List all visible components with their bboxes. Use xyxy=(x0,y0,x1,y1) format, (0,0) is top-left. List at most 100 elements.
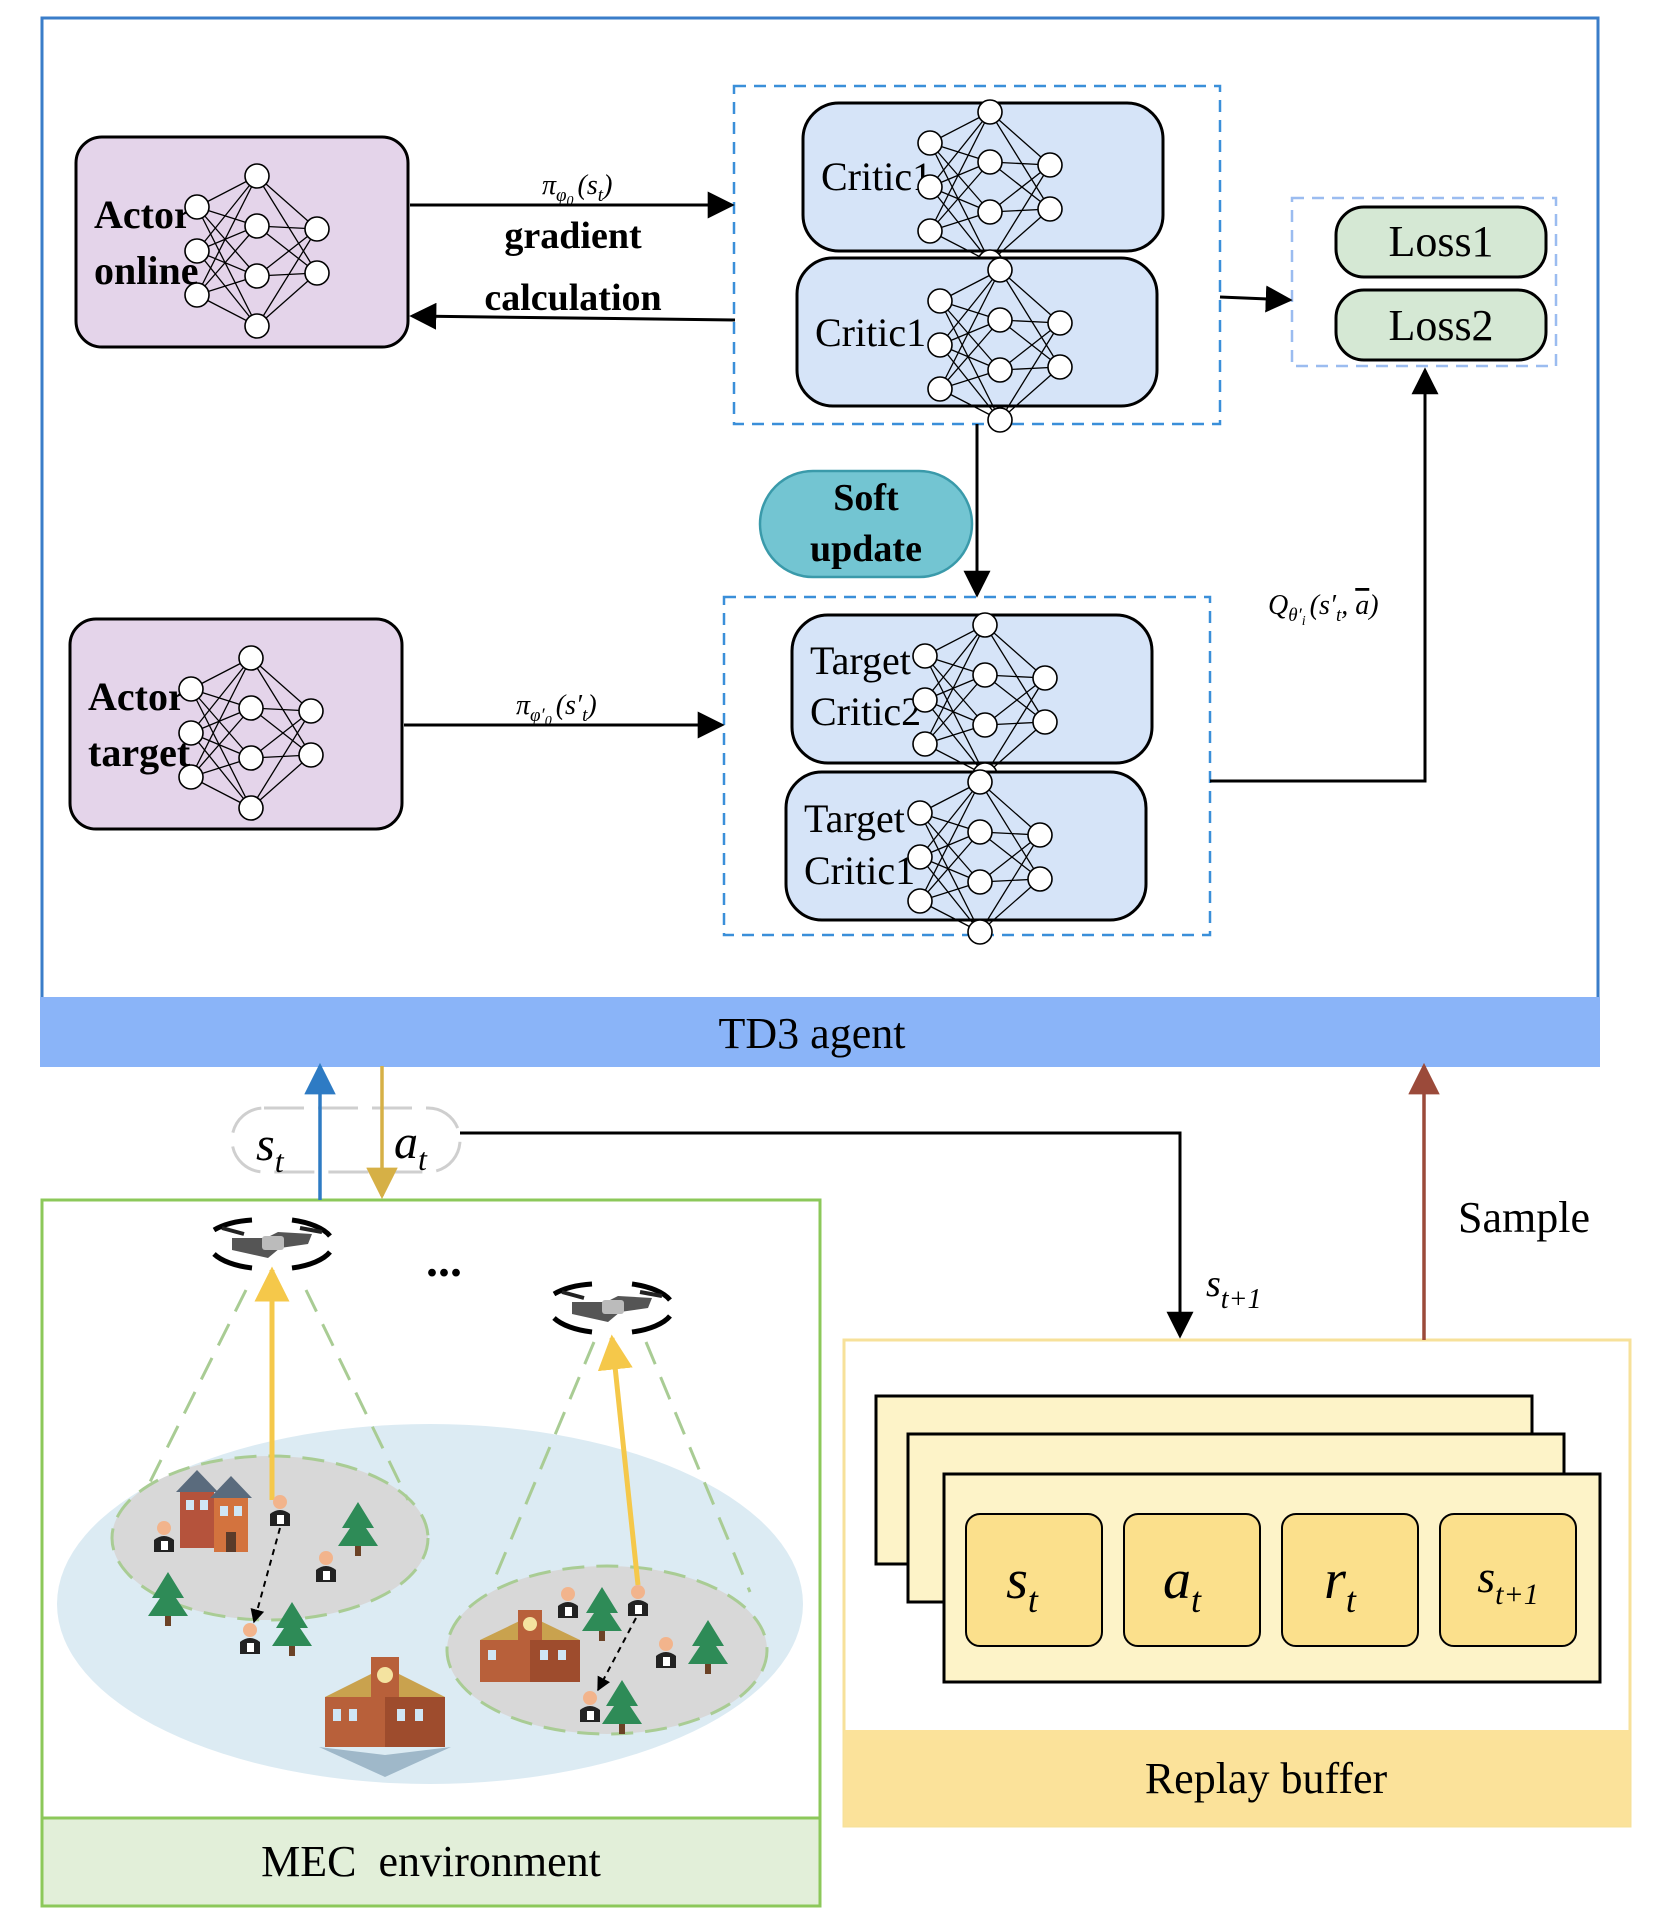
nn-edge xyxy=(924,624,986,745)
user-icon xyxy=(628,1585,648,1616)
nn-node xyxy=(977,99,1003,125)
nn-edge xyxy=(250,710,312,809)
arrow-critic-to-actor xyxy=(409,302,736,330)
tree-icon xyxy=(688,1620,728,1674)
target-critic1-label-1: Target xyxy=(804,796,905,841)
pi-online-label: πφ0(st) xyxy=(542,170,612,209)
nn-node xyxy=(917,130,943,156)
nn-edge xyxy=(999,322,1061,421)
actor-online-label-2: online xyxy=(94,248,198,293)
nn-edge xyxy=(989,164,1051,263)
nn-node xyxy=(967,919,993,945)
nn-node xyxy=(972,612,998,638)
tree-icon xyxy=(272,1602,312,1656)
target-critic2-label-2: Critic2 xyxy=(810,689,921,734)
nn-edge xyxy=(196,250,258,327)
nn-node xyxy=(184,194,210,220)
nn-node xyxy=(238,645,264,671)
critic-bottom-nn-icon xyxy=(927,257,1073,433)
nn-edge xyxy=(196,206,258,277)
nn-edge xyxy=(256,175,318,274)
nn-edge xyxy=(924,624,986,701)
nn-edge xyxy=(919,812,981,883)
nn-node xyxy=(1047,310,1073,336)
nn-edge xyxy=(979,878,1041,933)
nn-node xyxy=(972,662,998,688)
nn-node xyxy=(184,282,210,308)
nn-edge xyxy=(256,175,318,230)
actor-target-box xyxy=(68,617,404,831)
user-icon xyxy=(316,1551,336,1582)
tree-icon xyxy=(338,1502,378,1556)
nn-edge xyxy=(190,657,252,778)
nn-node xyxy=(1027,866,1053,892)
actor-target-nn-icon xyxy=(178,645,324,821)
actor-online-label-1: Actor xyxy=(94,192,192,237)
nn-edge xyxy=(939,269,1001,390)
tree-icon xyxy=(602,1680,642,1734)
uav1-beam-right xyxy=(304,1289,410,1501)
nn-edge xyxy=(984,677,1046,776)
nn-node xyxy=(244,313,270,339)
nn-node xyxy=(1032,709,1058,735)
user-icon xyxy=(270,1495,290,1526)
buffer-cell: st xyxy=(965,1513,1103,1647)
nn-edge xyxy=(999,269,1061,368)
nn-edge xyxy=(924,655,986,726)
nn-node xyxy=(907,844,933,870)
nn-node xyxy=(244,163,270,189)
nn-edge xyxy=(190,707,252,778)
nn-edge xyxy=(939,269,1001,346)
nn-node xyxy=(912,731,938,757)
nn-node xyxy=(967,869,993,895)
school-building-icon xyxy=(480,1610,580,1682)
nn-edge xyxy=(929,142,991,213)
school-building-icon xyxy=(319,1657,451,1777)
nn-node xyxy=(238,795,264,821)
nn-node xyxy=(967,769,993,795)
tree-icon xyxy=(148,1572,188,1626)
nn-edge xyxy=(929,161,991,232)
nn-node xyxy=(1032,665,1058,691)
nn-node xyxy=(907,888,933,914)
action-label: at xyxy=(394,1116,428,1177)
nn-edge xyxy=(196,206,258,327)
loss2-label: Loss2 xyxy=(1388,301,1493,350)
drone-icon xyxy=(212,1217,332,1271)
user-icon xyxy=(154,1521,174,1552)
nn-edge xyxy=(250,657,312,756)
nn-edge xyxy=(196,175,258,252)
nn-edge xyxy=(190,657,252,734)
nn-node xyxy=(927,288,953,314)
nn-node xyxy=(1037,152,1063,178)
nn-edge xyxy=(984,624,1046,723)
nn-edge xyxy=(939,300,1001,371)
nn-edge xyxy=(924,699,986,776)
nn-node xyxy=(927,332,953,358)
nn-edge xyxy=(919,856,981,933)
critic-bottom-label: Critic1 xyxy=(815,310,926,355)
nn-edge xyxy=(256,228,318,327)
nn-node xyxy=(238,745,264,771)
nn-node xyxy=(977,149,1003,175)
nn-edge xyxy=(929,111,991,232)
agent-title-bar xyxy=(40,997,1600,1067)
loss1-box xyxy=(1334,205,1548,279)
nn-node xyxy=(238,695,264,721)
nn-edge xyxy=(924,655,986,776)
nn-edge xyxy=(250,657,312,712)
nn-edge xyxy=(979,834,1041,933)
drone-ellipsis: ... xyxy=(426,1234,462,1287)
nn-edge xyxy=(196,225,258,296)
nn-edge xyxy=(190,688,252,809)
replay-buffer-panel: Replay buffer st at rt st+1 Sample xyxy=(842,1062,1632,1828)
loss1-label: Loss1 xyxy=(1388,217,1493,266)
nn-node xyxy=(304,260,330,286)
nn-node xyxy=(298,698,324,724)
user-movement-arrow xyxy=(597,1617,637,1692)
nn-node xyxy=(298,742,324,768)
soft-update-label-1: Soft xyxy=(833,477,899,519)
nn-node xyxy=(967,819,993,845)
td3-agent-panel: TD3 agent Actor online Actor target Crit… xyxy=(40,16,1600,1067)
arrow-target-critic-to-loss xyxy=(1210,367,1439,783)
